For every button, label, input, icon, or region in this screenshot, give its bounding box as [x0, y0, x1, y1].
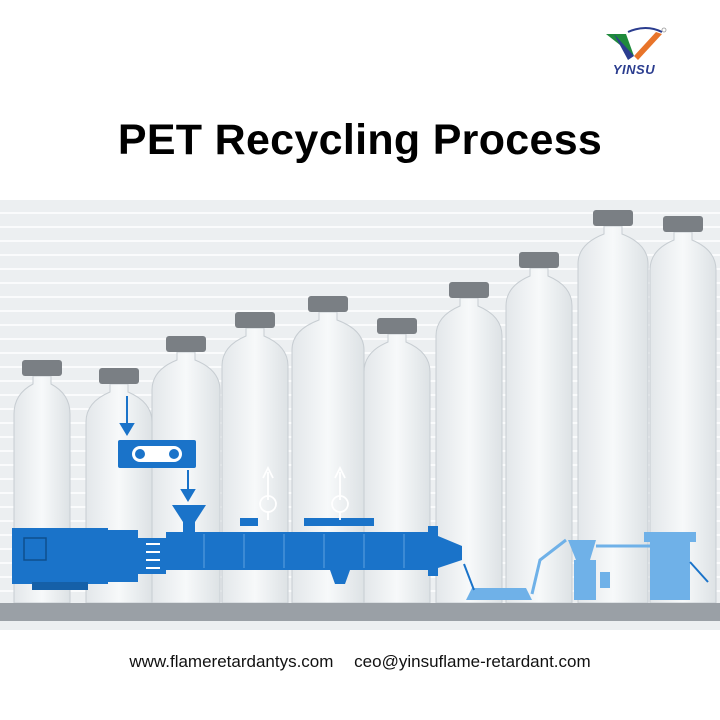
process-scene: [0, 200, 720, 630]
brand-name: YINSU: [612, 62, 656, 77]
extruder-machine: [12, 440, 696, 600]
bottle-cap: [308, 296, 348, 312]
contact-line: www.flameretardantys.com ceo@yinsuflame-…: [0, 652, 720, 672]
bottle-cap: [377, 318, 417, 334]
floor: [0, 603, 720, 621]
bottle-cap: [449, 282, 489, 298]
website-link[interactable]: www.flameretardantys.com: [129, 652, 334, 671]
bottle-cap: [99, 368, 139, 384]
bottle-cap: [235, 312, 275, 328]
flow-arrows: [119, 396, 709, 595]
vent-gauges: [259, 465, 349, 520]
page-title: PET Recycling Process: [117, 116, 603, 164]
bottle-cap: [519, 252, 559, 268]
bottle-cap: [593, 210, 633, 226]
pet-recycling-extruder-illustration: [0, 200, 720, 630]
extruder-details: [23, 446, 405, 569]
brand-logo: YINSU: [596, 26, 672, 84]
bottle-cap: [166, 336, 206, 352]
bottle-cap: [663, 216, 703, 232]
email-link[interactable]: ceo@yinsuflame-retardant.com: [354, 652, 591, 671]
pet-bottle: [505, 267, 573, 604]
bottle-cap: [22, 360, 62, 376]
yinsu-v-logo-icon: [606, 27, 667, 60]
